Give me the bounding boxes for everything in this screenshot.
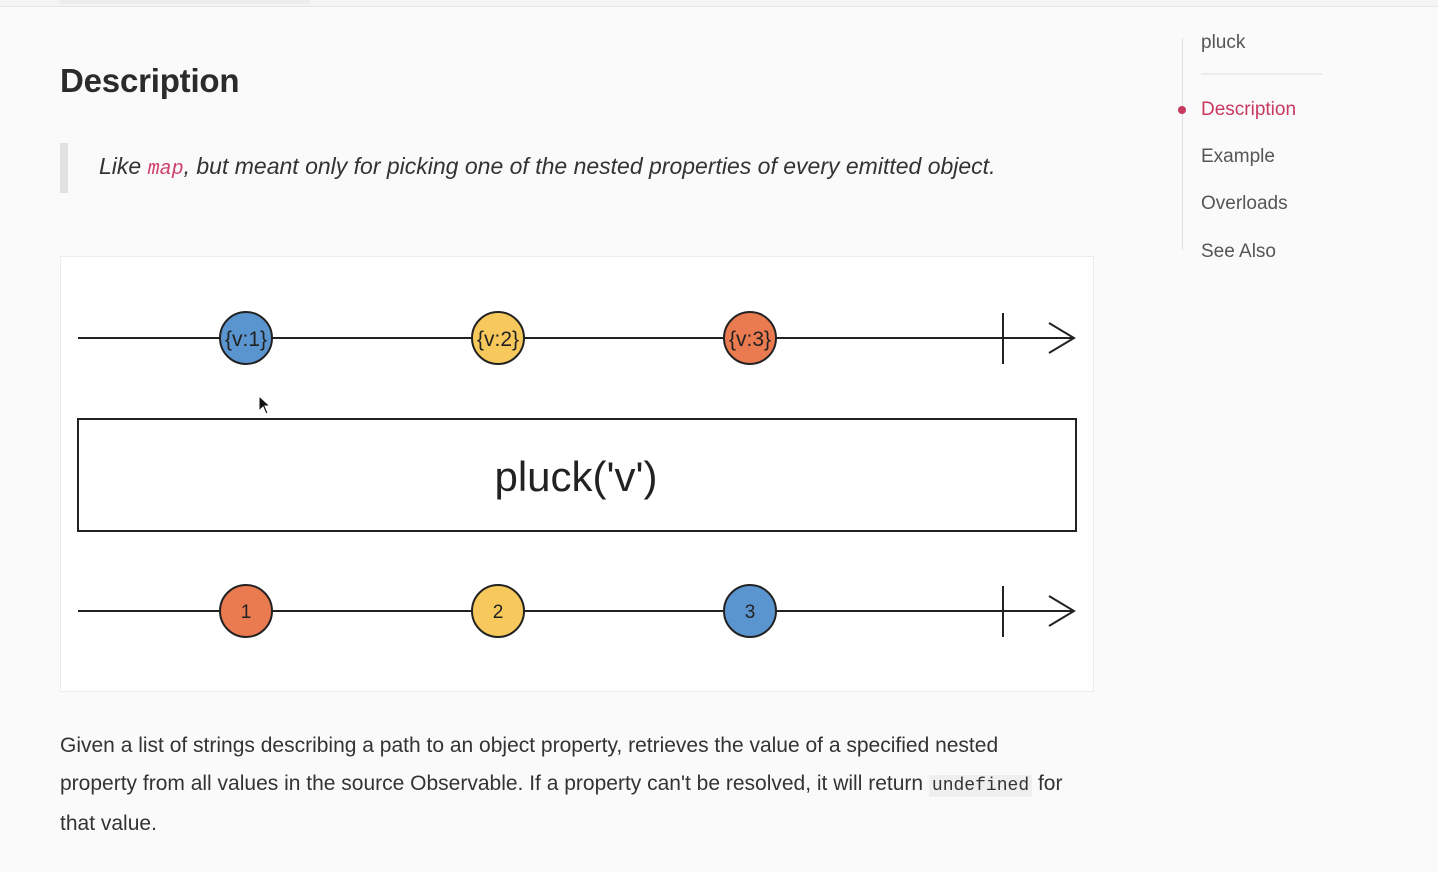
active-indicator-dot-icon bbox=[1178, 106, 1186, 114]
toc-rail bbox=[1182, 38, 1183, 250]
output-marble-3-label: 3 bbox=[745, 602, 756, 623]
marble-diagram-svg: {v:1} {v:2} {v:3} pluck('v') 1 bbox=[77, 311, 1077, 638]
toc-item-example[interactable]: Example bbox=[1201, 146, 1275, 167]
output-marble-3: 3 bbox=[723, 584, 777, 638]
input-arrowhead bbox=[1048, 322, 1076, 354]
input-marble-2: {v:2} bbox=[471, 311, 525, 365]
operator-label: pluck('v') bbox=[494, 453, 657, 500]
map-code-link[interactable]: map bbox=[147, 158, 184, 181]
output-marble-1-label: 1 bbox=[241, 602, 252, 623]
output-marble-2: 2 bbox=[471, 584, 525, 638]
toc-separator bbox=[1201, 73, 1322, 75]
body-text-before: Given a list of strings describing a pat… bbox=[60, 734, 999, 795]
input-marble-2-label: {v:2} bbox=[477, 328, 519, 351]
output-marble-3-circle bbox=[723, 584, 777, 638]
undefined-code: undefined bbox=[928, 775, 1033, 797]
top-scroll-strip bbox=[0, 0, 1438, 7]
input-marble-1: {v:1} bbox=[219, 311, 273, 365]
marble-diagram: {v:1} {v:2} {v:3} pluck('v') 1 bbox=[60, 256, 1094, 692]
input-marble-3-circle bbox=[723, 311, 777, 365]
section-title: Description bbox=[60, 62, 240, 99]
output-marble-2-circle bbox=[471, 584, 525, 638]
output-arrowhead bbox=[1048, 595, 1076, 627]
toc-item-overloads[interactable]: Overloads bbox=[1201, 193, 1288, 214]
output-marble-1-circle bbox=[219, 584, 273, 638]
input-marble-1-circle bbox=[219, 311, 273, 365]
quote-text-before: Like bbox=[99, 153, 148, 179]
clipped-code-snippet bbox=[60, 0, 310, 4]
output-marble-1: 1 bbox=[219, 584, 273, 638]
description-quote: Like map, but meant only for picking one… bbox=[60, 143, 1089, 193]
body-text-after: for that value. bbox=[60, 772, 1063, 835]
input-marble-3: {v:3} bbox=[723, 311, 777, 365]
output-marble-2-label: 2 bbox=[493, 602, 504, 623]
quote-text-after: , but meant only for picking one of the … bbox=[183, 153, 996, 179]
description-paragraph: Given a list of strings describing a pat… bbox=[60, 727, 1070, 843]
toc-item-see-also[interactable]: See Also bbox=[1201, 241, 1276, 262]
input-marble-3-label: {v:3} bbox=[729, 328, 771, 351]
toc-item-description[interactable]: Description bbox=[1201, 99, 1297, 120]
input-marble-1-label: {v:1} bbox=[225, 328, 267, 351]
mouse-cursor-icon bbox=[258, 395, 272, 415]
input-marble-2-circle bbox=[471, 311, 525, 365]
toc-title-link[interactable]: pluck bbox=[1201, 32, 1246, 53]
operator-box bbox=[77, 418, 1077, 532]
